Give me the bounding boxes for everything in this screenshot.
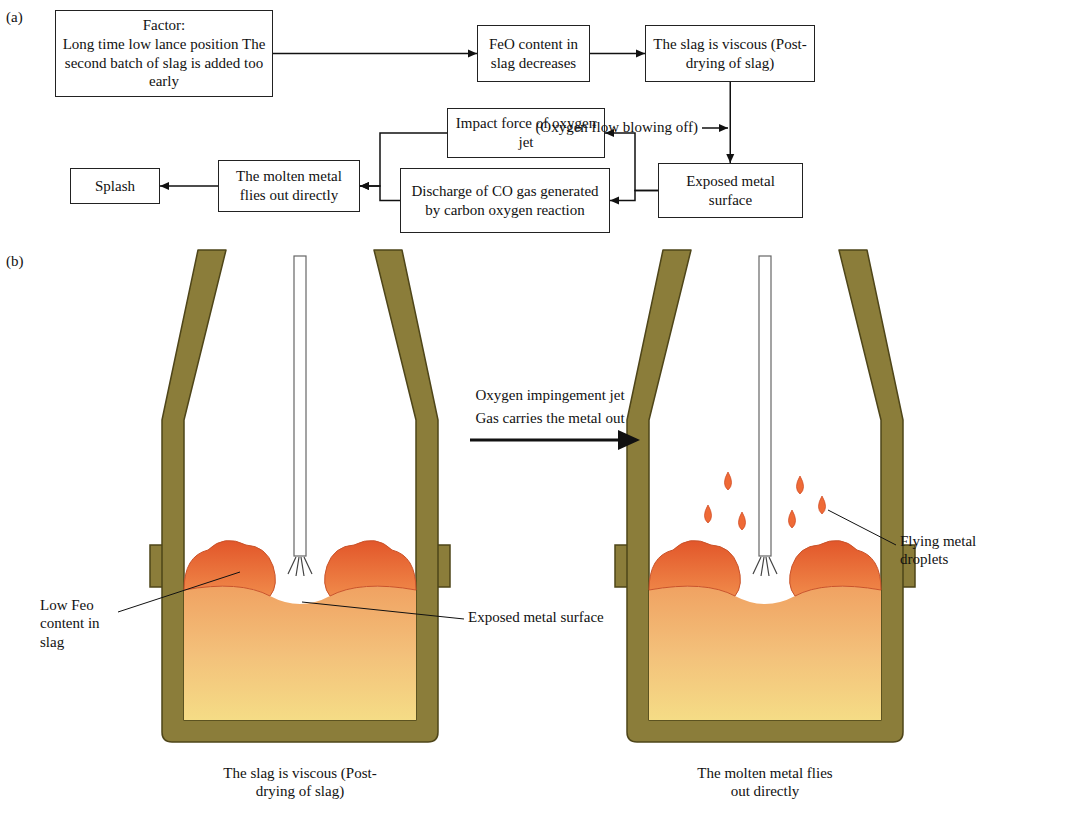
- box-text: Splash: [95, 177, 135, 196]
- box-text: Exposed metal surface: [665, 172, 796, 210]
- panel-letter: (a): [6, 8, 46, 26]
- process-box: The slag is viscous (Post-drying of slag…: [645, 25, 815, 82]
- process-box: FeO content in slag decreases: [477, 25, 590, 82]
- process-box: Discharge of CO gas generated by carbon …: [400, 168, 610, 233]
- callout-label: Flying metal droplets: [900, 532, 1010, 569]
- box-text: The molten metal flies out directly: [225, 167, 353, 205]
- flow-arrow: [610, 191, 658, 201]
- process-box: Exposed metal surface: [658, 163, 803, 218]
- flow-note: (Oxygen flow blowing off): [520, 118, 698, 136]
- factor-box: Factor:Long time low lance position The …: [55, 10, 273, 97]
- flow-arrow: [273, 53, 477, 55]
- flow-arrow: [590, 53, 645, 55]
- figure-caption: The molten metal flies out directly: [695, 764, 835, 801]
- flow-arrow: [730, 82, 732, 163]
- flow-arrow: [160, 185, 218, 187]
- figure-caption: The slag is viscous (Post-drying of slag…: [215, 764, 385, 801]
- box-text: FeO content in slag decreases: [484, 35, 583, 73]
- box-text: Discharge of CO gas generated by carbon …: [407, 182, 603, 220]
- arrow-caption: Oxygen impingement jet: [450, 386, 650, 404]
- arrow-caption: Gas carries the metal out: [450, 409, 650, 427]
- flow-arrow: [360, 186, 400, 201]
- box-heading: Factor:: [143, 16, 186, 35]
- callout-label: Exposed metal surface: [468, 608, 648, 626]
- flow-arrow: [605, 133, 658, 191]
- process-box: The molten metal flies out directly: [218, 160, 360, 212]
- result-box: Splash: [70, 168, 160, 204]
- callout-label: Low Feo content in slag: [40, 596, 116, 651]
- box-text: The slag is viscous (Post-drying of slag…: [652, 35, 808, 73]
- panel-letter: (b): [6, 252, 46, 270]
- box-text: Long time low lance position The second …: [62, 35, 266, 91]
